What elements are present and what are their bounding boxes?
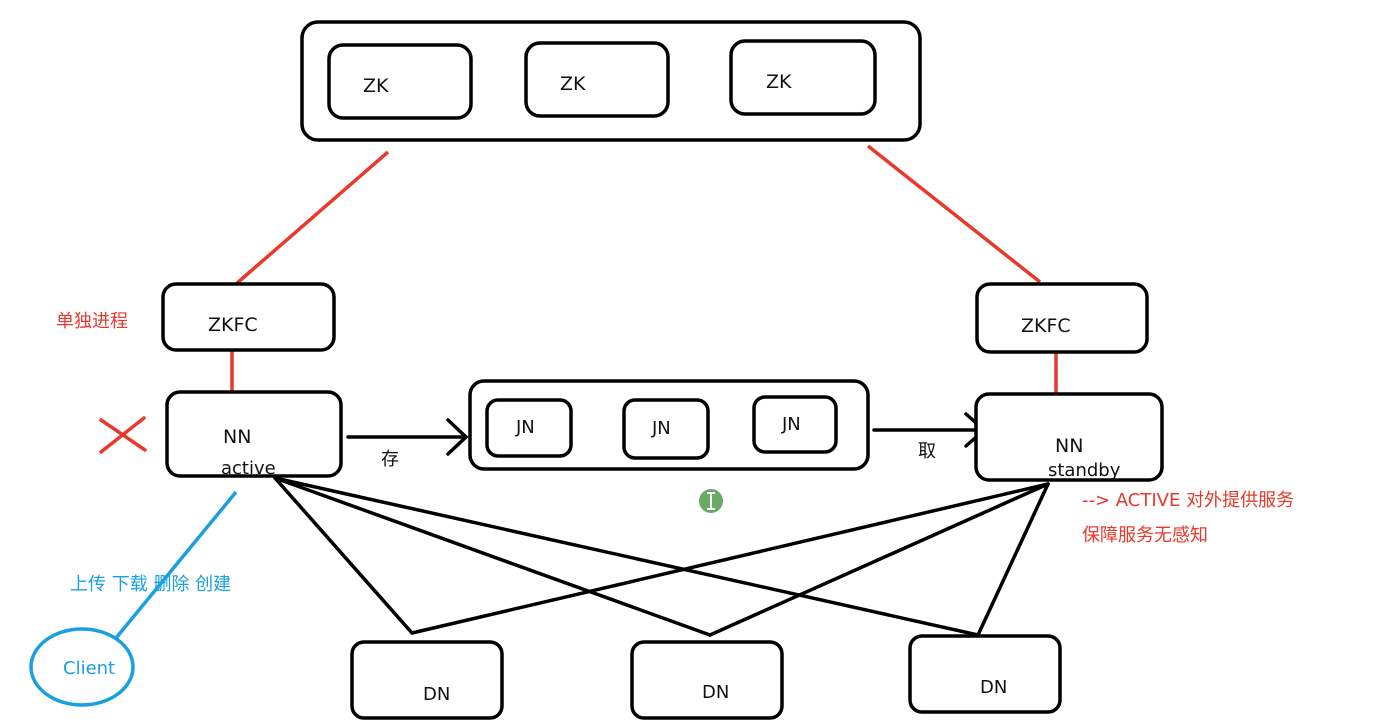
- zk-node-3: [729, 39, 877, 116]
- zk-cluster: ZK ZK ZK: [300, 20, 922, 142]
- fetch-label: 取: [918, 441, 936, 462]
- jn-node-3-label: JN: [781, 414, 801, 435]
- jn-node-3: [752, 395, 838, 454]
- zk-node-3-label: ZK: [766, 71, 792, 93]
- zkfc-left-label: ZKFC: [208, 314, 258, 336]
- datanode-links: [273, 476, 1050, 637]
- client-ops-label: 上传 下载 删除 创建: [70, 574, 231, 595]
- nn-standby-box: [974, 392, 1164, 482]
- nn-standby-dn3-link: [976, 482, 1050, 637]
- nn-active-dn2-link: [273, 476, 712, 637]
- nn-active-dn3-link: [273, 476, 980, 637]
- zk-right-link: [866, 144, 1042, 284]
- zkfc-note: 单独进程: [56, 311, 128, 332]
- jn-node-1: [485, 398, 573, 458]
- nn-standby-dn2-link: [708, 482, 1050, 637]
- failover-note-line2: 保障服务无感知: [1082, 525, 1208, 546]
- nn-active-name: NN: [223, 426, 251, 448]
- zk-node-2-label: ZK: [560, 73, 586, 95]
- zk-to-zkfc-links: [230, 144, 1058, 394]
- zk-node-2: [524, 41, 670, 118]
- client-ellipse: [29, 627, 135, 707]
- store-arrow: [346, 418, 469, 456]
- nn-standby-state: standby: [1048, 460, 1121, 481]
- datanode-2: [630, 640, 784, 720]
- zkfc-right-box: [975, 282, 1149, 354]
- zkfc-left-box: [161, 282, 336, 352]
- zk-node-1: [327, 43, 473, 120]
- nn-active-box: [165, 390, 343, 478]
- jn-cluster: JN JN JN: [468, 379, 870, 471]
- jn-node-2-label: JN: [651, 418, 671, 439]
- nn-standby: NN standby: [974, 392, 1164, 482]
- datanode-3-label: DN: [980, 677, 1007, 698]
- text-cursor-icon: [699, 489, 723, 513]
- datanode-1: [350, 640, 504, 720]
- datanodes: DN DN DN: [350, 634, 1062, 720]
- zk-node-1-label: ZK: [363, 75, 389, 97]
- datanode-2-label: DN: [702, 682, 729, 703]
- failed-x-icon: [99, 416, 147, 454]
- jn-node-1-label: JN: [515, 417, 535, 438]
- nn-active-dn1-link: [273, 476, 414, 635]
- jn-node-2: [622, 398, 710, 460]
- nn-active: NN active: [165, 390, 343, 479]
- zk-left-link: [234, 150, 390, 286]
- client-label: Client: [63, 658, 115, 679]
- datanode-1-label: DN: [423, 684, 450, 705]
- datanode-3: [908, 634, 1062, 714]
- nn-standby-name: NN: [1055, 435, 1083, 457]
- store-label: 存: [381, 449, 399, 470]
- client-link: [114, 490, 238, 640]
- nn-active-state: active: [221, 458, 276, 479]
- failover-note-line1: --> ACTIVE 对外提供服务: [1082, 490, 1294, 511]
- zkfc-right-label: ZKFC: [1021, 315, 1071, 337]
- nn-standby-dn1-link: [410, 482, 1050, 635]
